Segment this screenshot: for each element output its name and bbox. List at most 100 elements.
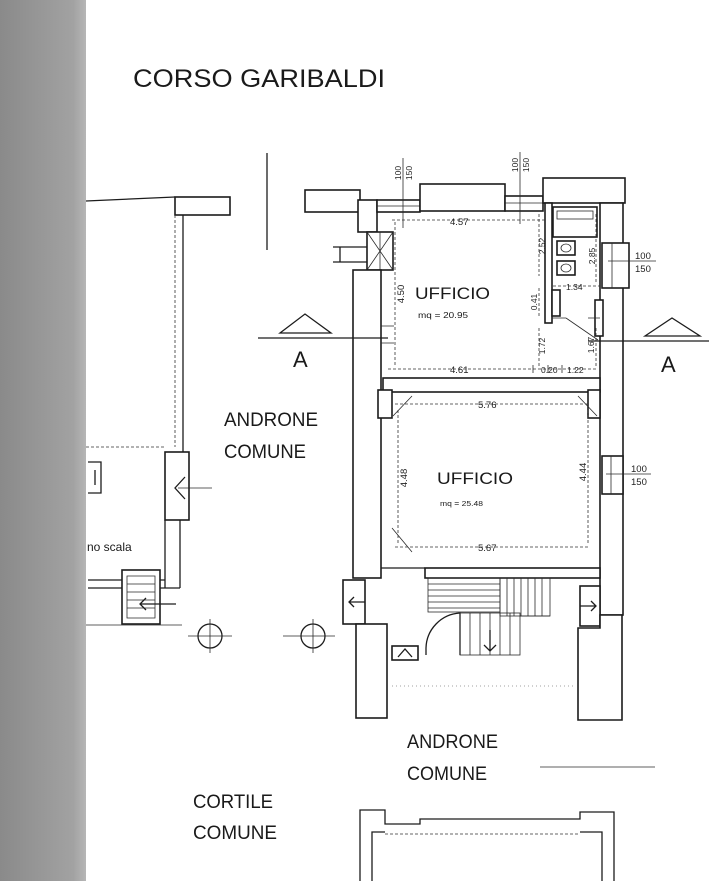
shower-inner bbox=[556, 210, 594, 220]
bathroom-door bbox=[552, 317, 600, 341]
section-marker-east: A bbox=[588, 317, 709, 377]
column-marker-east bbox=[283, 619, 335, 653]
column-marker-west bbox=[188, 619, 232, 653]
bidet bbox=[556, 260, 576, 276]
neighbour-stair-label: no scala bbox=[87, 540, 132, 554]
neighbour-door-chevron bbox=[174, 476, 186, 500]
stair-down-arrow bbox=[483, 630, 497, 652]
window-width-label: 100 bbox=[635, 251, 651, 262]
dim-bath-right-depth: 2.85 bbox=[587, 247, 597, 264]
west-wall-opening-ticks bbox=[381, 325, 394, 344]
dim-office2-right-depth: 4.44 bbox=[578, 463, 589, 482]
dim-bath-bottom-width: 1.22 bbox=[567, 365, 584, 375]
dim-office2-bottom-width: 5.67 bbox=[478, 543, 497, 554]
stair-flight-upper bbox=[427, 577, 501, 613]
section-triangle-icon bbox=[642, 317, 703, 337]
neighbour-stair-treads bbox=[126, 575, 156, 619]
corner-chamfer-lines bbox=[391, 395, 598, 553]
east-door-south-arrow bbox=[580, 600, 597, 612]
column-marker-cross bbox=[283, 619, 335, 653]
section-letter: A bbox=[293, 347, 308, 372]
androne-south-line2: COMUNE bbox=[407, 764, 487, 785]
rear-building-outline bbox=[359, 809, 615, 881]
north-east-wall bbox=[542, 177, 626, 204]
west-wall-stub bbox=[357, 199, 378, 233]
east-window-south bbox=[601, 455, 624, 495]
neighbour-stair-arrow bbox=[139, 597, 176, 611]
dim-office2-left-depth: 4.48 bbox=[399, 469, 410, 488]
washbasin bbox=[551, 289, 561, 317]
androne-west-line1: ANDRONE bbox=[224, 410, 318, 431]
street-label: CORSO GARIBALDI bbox=[133, 65, 385, 93]
shower-tray bbox=[552, 206, 598, 238]
dim-ticks-office1-bottom bbox=[532, 365, 563, 373]
west-wall bbox=[352, 269, 382, 579]
bathroom-wall bbox=[544, 202, 553, 324]
east-window-north bbox=[601, 242, 630, 289]
entrance-door-chevron bbox=[397, 648, 413, 658]
partition-jog-east bbox=[587, 389, 601, 419]
dimension-lines bbox=[388, 152, 656, 548]
room-label: UFFICIO bbox=[437, 469, 513, 488]
neighbour-corner-wall bbox=[174, 196, 231, 216]
neighbour-front-line bbox=[85, 196, 176, 202]
dimension-labels: 4.57 4.61 0.20 1.22 5.76 5.67 1.34 4.50 … bbox=[396, 217, 597, 554]
entrance-wall-east bbox=[577, 614, 623, 721]
section-marker-west: A bbox=[258, 313, 388, 372]
dim-bath-sill: 0.41 bbox=[529, 293, 539, 310]
service-shaft bbox=[366, 231, 394, 271]
dim-office1-bottom-width: 4.61 bbox=[450, 365, 469, 376]
corner-pillar bbox=[304, 189, 361, 213]
androne-south-line1: ANDRONE bbox=[407, 732, 498, 753]
west-door-mark bbox=[333, 246, 367, 263]
neighbour-building: no scala bbox=[85, 196, 231, 626]
partition-jog-west bbox=[377, 389, 393, 419]
toilet bbox=[556, 240, 576, 256]
room-label: UFFICIO bbox=[415, 284, 490, 303]
window-labels: 100 150 100 150 100 150 100 150 bbox=[393, 158, 651, 488]
west-door-south-arrow bbox=[348, 596, 365, 608]
dim-office2-top-width: 5.76 bbox=[478, 400, 497, 411]
window-height-label: 150 bbox=[635, 264, 651, 275]
dim-bath-wall: 0.20 bbox=[541, 365, 558, 375]
bidet-bowl bbox=[560, 263, 572, 273]
room-area: mq = 20.95 bbox=[418, 311, 469, 320]
section-triangle-icon bbox=[278, 313, 333, 334]
neighbour-stair-box bbox=[121, 569, 161, 625]
cortile-line1: CORTILE bbox=[193, 792, 273, 813]
scan-edge bbox=[0, 0, 86, 881]
stair-treads-upper bbox=[428, 583, 500, 609]
dim-office1-top-width: 4.57 bbox=[450, 217, 469, 228]
shaft-cross bbox=[366, 231, 394, 271]
window-width-label: 100 bbox=[393, 166, 403, 180]
window-height-label: 150 bbox=[521, 158, 531, 172]
column-marker-cross bbox=[188, 619, 232, 653]
androne-west-line2: COMUNE bbox=[224, 442, 306, 463]
rear-building-inner-west bbox=[371, 831, 385, 881]
window-width-label: 100 bbox=[631, 464, 647, 475]
toilet-bowl bbox=[560, 243, 572, 253]
window-height-label: 150 bbox=[631, 477, 647, 488]
office-unit bbox=[304, 177, 630, 721]
dim-bath-lower-left: 1.72 bbox=[537, 337, 547, 354]
north-window-east bbox=[504, 195, 544, 212]
staircase bbox=[425, 577, 551, 656]
entrance-wall-west bbox=[355, 623, 388, 719]
north-wall bbox=[419, 183, 506, 212]
window-width-label: 100 bbox=[510, 158, 520, 172]
partition-wall bbox=[382, 377, 601, 393]
stair-treads-middle bbox=[506, 578, 543, 616]
stair-flight-middle bbox=[499, 577, 551, 617]
dim-office1-depth: 4.50 bbox=[396, 285, 407, 304]
dim-bath-lower-right: 1.67 bbox=[586, 336, 596, 353]
dim-bath-left-depth: 2.52 bbox=[537, 237, 547, 254]
neighbour-bracket-mark bbox=[88, 461, 102, 494]
room-area: mq = 25.48 bbox=[440, 501, 483, 508]
window-height-label: 150 bbox=[404, 166, 414, 180]
bathroom bbox=[544, 202, 600, 341]
section-letter: A bbox=[661, 352, 676, 377]
rear-building-inner-east bbox=[580, 831, 603, 881]
rear-building bbox=[359, 809, 615, 881]
stair-winder-arc bbox=[425, 612, 461, 655]
